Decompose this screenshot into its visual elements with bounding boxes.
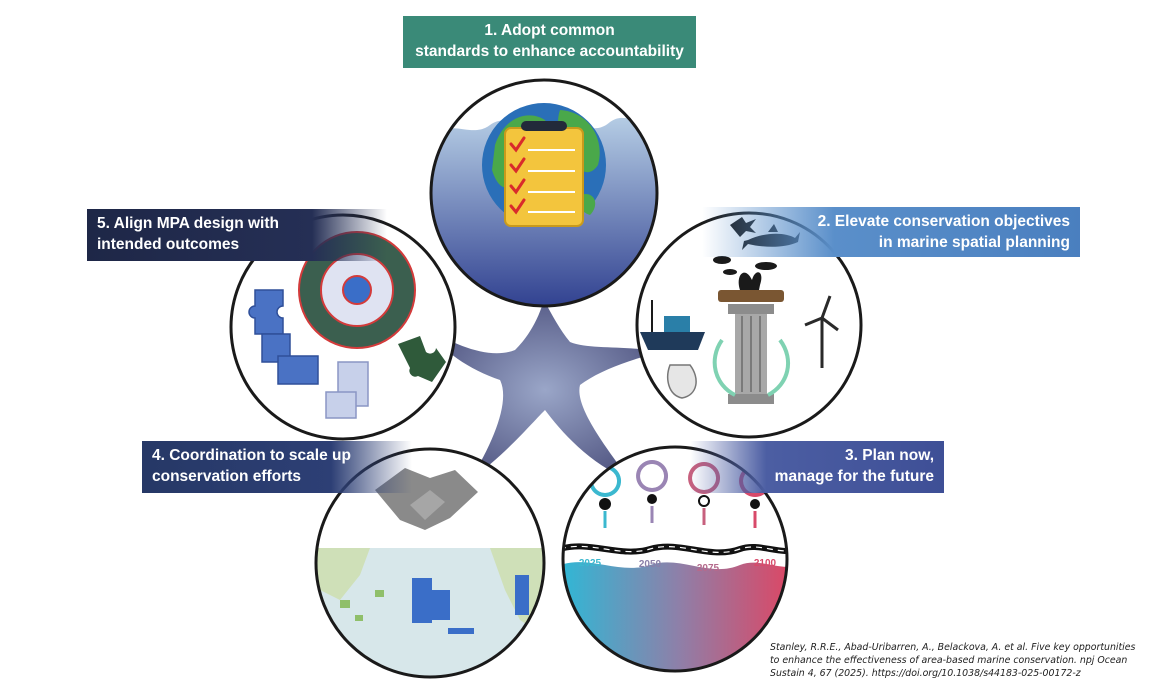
target-icon — [298, 231, 416, 349]
central-hub — [430, 300, 660, 480]
pillar-icon — [728, 304, 774, 404]
opportunity-3-label: 3. Plan now, manage for the future — [690, 441, 944, 493]
opportunity-1-line2: standards to enhance accountability — [415, 43, 684, 60]
opportunity-3-line1: 3. Plan now, — [845, 447, 934, 464]
opportunity-5-line2: intended outcomes — [97, 236, 240, 253]
puzzle-piece-icon — [248, 289, 319, 385]
timeline-year-2050: 2050 — [639, 559, 662, 570]
plastic-bag-icon — [667, 364, 697, 399]
timeline-year-2100: 2100 — [754, 558, 777, 569]
opportunity-2-line2: in marine spatial planning — [878, 234, 1070, 251]
opportunity-3-line2: manage for the future — [774, 468, 934, 485]
opportunity-2-label: 2. Elevate conservation objectives in ma… — [702, 207, 1080, 257]
fishing-boat-icon — [640, 300, 705, 350]
opportunity-5-line1: 5. Align MPA design with — [97, 215, 279, 232]
map-icon — [316, 548, 544, 677]
fish-silhouette-icon — [713, 256, 777, 275]
opportunity-4-line1: 4. Coordination to scale up — [152, 447, 351, 464]
opportunity-2-line1: 2. Elevate conservation objectives — [817, 213, 1070, 230]
check-mark-icon — [509, 136, 526, 215]
circle-1-standards — [429, 78, 659, 308]
opportunity-5-label: 5. Align MPA design with intended outcom… — [87, 209, 387, 261]
ocean-wave-icon — [563, 562, 787, 671]
timeline-year-2075: 2075 — [697, 563, 720, 574]
timeline-years: 2025 2050 2075 2100 — [579, 558, 777, 574]
citation-text: Stanley, R.R.E., Abad-Uribarren, A., Bel… — [770, 642, 1136, 679]
opportunity-4-label: 4. Coordination to scale up conservation… — [142, 441, 412, 493]
opportunity-4-line2: conservation efforts — [152, 468, 302, 485]
circle-5-mpa-design — [229, 213, 457, 441]
checklist-clipboard-icon — [504, 121, 584, 227]
timeline-year-2025: 2025 — [579, 558, 602, 569]
puzzle-piece-icon — [325, 361, 369, 419]
wind-turbine-icon — [804, 295, 839, 368]
opportunity-1-label: 1. Adopt common standards to enhance acc… — [403, 16, 696, 68]
opportunity-1-line1: 1. Adopt common — [484, 22, 615, 39]
circle-3-future: 2025 2050 2075 2100 — [561, 445, 789, 673]
circle-2-spatial-planning — [635, 211, 863, 439]
map-pin-icon — [636, 460, 669, 523]
recycle-arrows-icon — [712, 338, 790, 397]
puzzle-piece-icon — [398, 336, 446, 382]
